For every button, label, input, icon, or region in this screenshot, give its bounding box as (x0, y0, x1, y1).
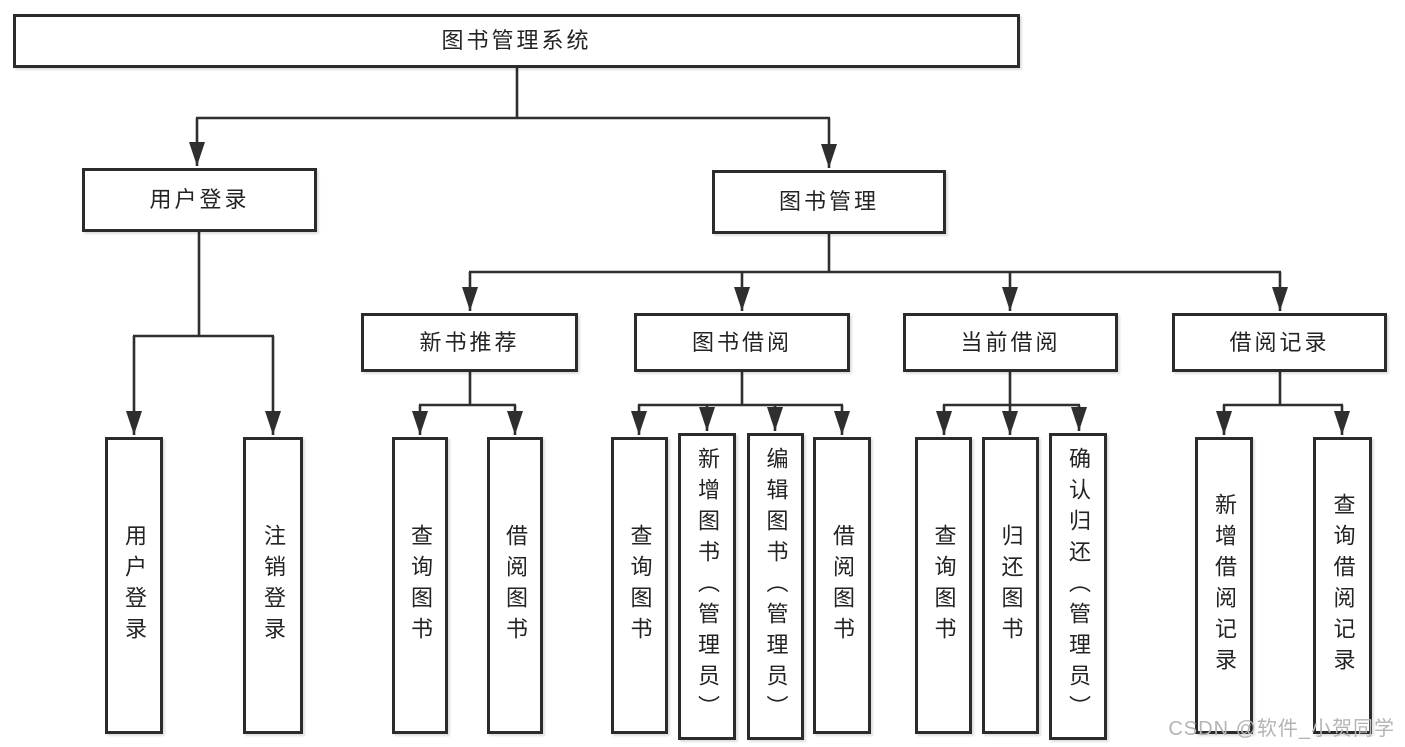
leaf-add-books-admin: 新增图书（管理员） (678, 433, 736, 740)
node-current-borrowing: 当前借阅 (903, 313, 1118, 372)
node-book-management: 图书管理 (712, 170, 946, 234)
leaf-borrow-books-recommend: 借阅图书 (487, 437, 543, 734)
watermark: CSDN @软件_小贺同学 (1168, 718, 1395, 740)
trunk-borrow-records (1223, 371, 1343, 407)
node-library-management-system: 图书管理系统 (13, 14, 1020, 68)
leaf-borrow-books: 借阅图书 (813, 437, 871, 734)
leaf-edit-books-admin: 编辑图书（管理员） (747, 433, 804, 740)
trunk-book-borrow (638, 371, 843, 407)
trunk-root (196, 67, 830, 120)
node-borrowing-records: 借阅记录 (1172, 313, 1387, 372)
leaf-add-borrow-record: 新增借阅记录 (1195, 437, 1253, 734)
leaf-confirm-return-admin: 确认归还（管理员） (1049, 433, 1107, 740)
node-user-login: 用户登录 (82, 168, 317, 232)
trunk-current-borrow (943, 371, 1080, 407)
leaf-query-books-borrow: 查询图书 (611, 437, 668, 734)
leaf-user-login: 用户登录 (105, 437, 163, 734)
node-new-book-recommendation: 新书推荐 (361, 313, 578, 372)
leaf-query-books-recommend: 查询图书 (392, 437, 448, 734)
leaf-logout-login: 注销登录 (243, 437, 303, 734)
node-book-borrowing: 图书借阅 (634, 313, 850, 372)
trunk-new-book (419, 371, 516, 407)
leaf-return-books: 归还图书 (982, 437, 1039, 734)
trunk-user-login (133, 232, 274, 338)
leaf-query-borrow-record: 查询借阅记录 (1313, 437, 1372, 734)
trunk-book-management (469, 234, 1281, 274)
leaf-query-books-current: 查询图书 (915, 437, 972, 734)
